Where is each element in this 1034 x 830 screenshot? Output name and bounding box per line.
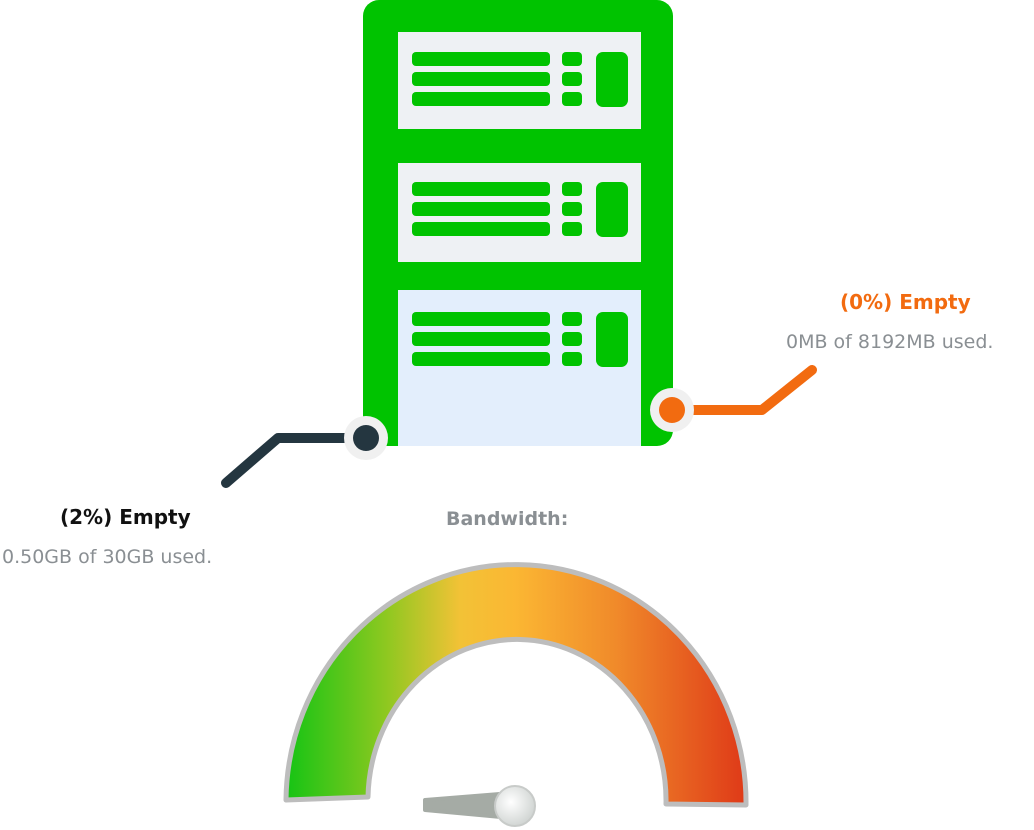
server-bay-3 xyxy=(398,290,641,446)
disk-dot-icon xyxy=(353,425,379,451)
server-bay-1 xyxy=(398,32,641,129)
memory-usage-text: 0MB of 8192MB used. xyxy=(786,331,994,353)
disk-connector-line xyxy=(221,416,388,488)
memory-connector-line xyxy=(650,365,817,432)
server-rack-icon xyxy=(363,0,673,446)
memory-status-title: (0%) Empty xyxy=(840,290,971,314)
disk-usage-text: 0.50GB of 30GB used. xyxy=(2,546,213,568)
memory-dot-icon xyxy=(659,397,685,423)
gauge-needle xyxy=(423,785,536,827)
bandwidth-gauge xyxy=(283,562,749,827)
bandwidth-label: Bandwidth: xyxy=(446,508,569,530)
disk-status-title: (2%) Empty xyxy=(60,505,191,529)
server-bay-2 xyxy=(398,163,641,262)
